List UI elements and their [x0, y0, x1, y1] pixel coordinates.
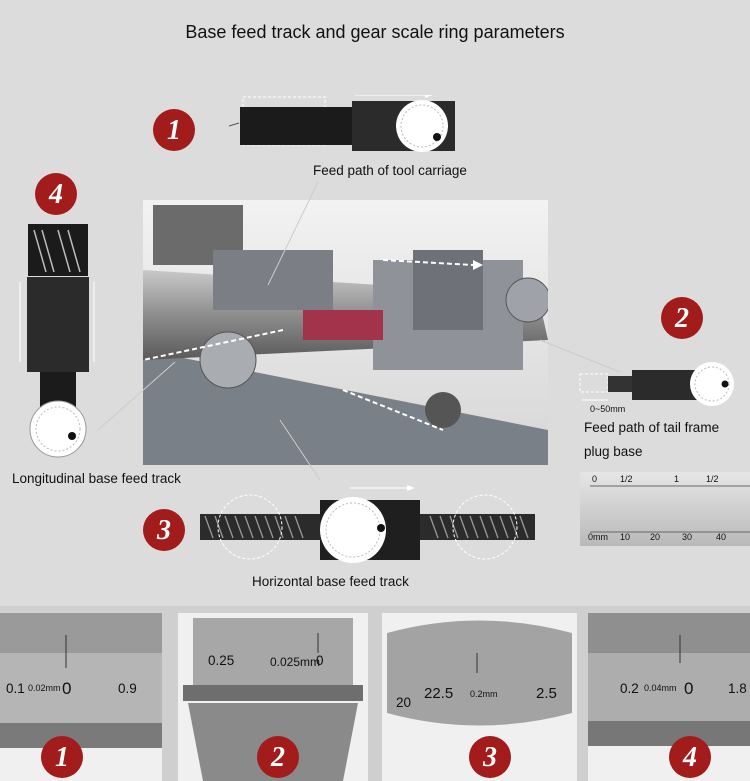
badge-2: 2	[660, 296, 704, 340]
label-tail-line2: plug base	[584, 444, 643, 459]
ruler-top-2: 1	[674, 474, 680, 484]
dial-1-number: 1	[55, 742, 69, 773]
badge-3-number: 3	[156, 515, 171, 546]
ruler-top-3: 1/2	[706, 474, 719, 484]
badge-3: 3	[142, 508, 186, 552]
horizontal-diagram	[200, 485, 535, 563]
dial-1-zero: 0	[62, 679, 72, 698]
dial-1-left: 0.1	[6, 681, 25, 696]
dial-photo-2: 0.25 0.025mm 0 2	[178, 613, 368, 781]
badge-1-number: 1	[167, 115, 181, 146]
badge-4: 4	[34, 172, 78, 216]
badge-1: 1	[152, 108, 196, 152]
dial-4-number: 4	[682, 742, 697, 773]
dial-4-mid: 0.04mm	[644, 683, 677, 693]
pointer-lines	[97, 181, 621, 481]
dial-photo-1: 0.1 0.02mm 0 0.9 1	[0, 613, 162, 781]
dial-4-badge: 4	[668, 735, 712, 779]
lathe-photo	[143, 200, 548, 465]
dial-3-number: 3	[482, 742, 497, 773]
dial-3-left: 20	[396, 695, 412, 710]
ruler-bottom-2: 20	[650, 532, 661, 542]
dial-4-zero: 0	[684, 679, 694, 698]
label-carriage: Feed path of tool carriage	[313, 163, 467, 178]
dial-1-right: 0.9	[118, 681, 137, 696]
ruler-bottom-3: 30	[682, 532, 693, 542]
page-title: Base feed track and gear scale ring para…	[185, 22, 565, 42]
dial-photo-4: 0.2 0.04mm 0 1.8 4	[588, 613, 750, 781]
dial-2-left: 0.25	[208, 653, 235, 668]
dial-2-badge: 2	[256, 735, 300, 779]
badge-2-number: 2	[674, 303, 689, 334]
tailframe-diagram	[579, 362, 734, 406]
dial-3-mid: 0.2mm	[470, 689, 498, 699]
longitudinal-diagram	[19, 224, 95, 458]
label-horizontal: Horizontal base feed track	[252, 574, 409, 589]
dial-4-left: 0.2	[620, 681, 639, 696]
dial-1-mid: 0.02mm	[28, 683, 61, 693]
label-longitudinal: Longitudinal base feed track	[12, 471, 181, 486]
dial-2-mid: 0.025mm	[270, 655, 321, 669]
dial-1-badge: 1	[40, 735, 84, 779]
dial-3-badge: 3	[468, 735, 512, 779]
dial-3-right: 2.5	[536, 685, 557, 702]
ruler-bottom-0: 0mm	[588, 532, 608, 542]
ruler: 0 1/2 1 1/2 0mm 10 20 30 40	[580, 472, 750, 546]
dial-photo-3: 20 22.5 0.2mm 2.5 3	[382, 613, 577, 781]
badge-4-number: 4	[48, 179, 63, 210]
dial-2-number: 2	[270, 742, 285, 773]
carriage-diagram	[228, 95, 455, 152]
ruler-top-0: 0	[592, 474, 598, 484]
dial-4-right: 1.8	[728, 681, 747, 696]
label-tail-range: 0~50mm	[590, 404, 626, 414]
ruler-bottom-4: 40	[716, 532, 727, 542]
dial-2-zero: 0	[316, 653, 324, 668]
dial-3-leftb: 22.5	[424, 685, 454, 702]
ruler-top-1: 1/2	[620, 474, 633, 484]
ruler-bottom-1: 10	[620, 532, 631, 542]
label-tail-line1: Feed path of tail frame	[584, 420, 720, 435]
